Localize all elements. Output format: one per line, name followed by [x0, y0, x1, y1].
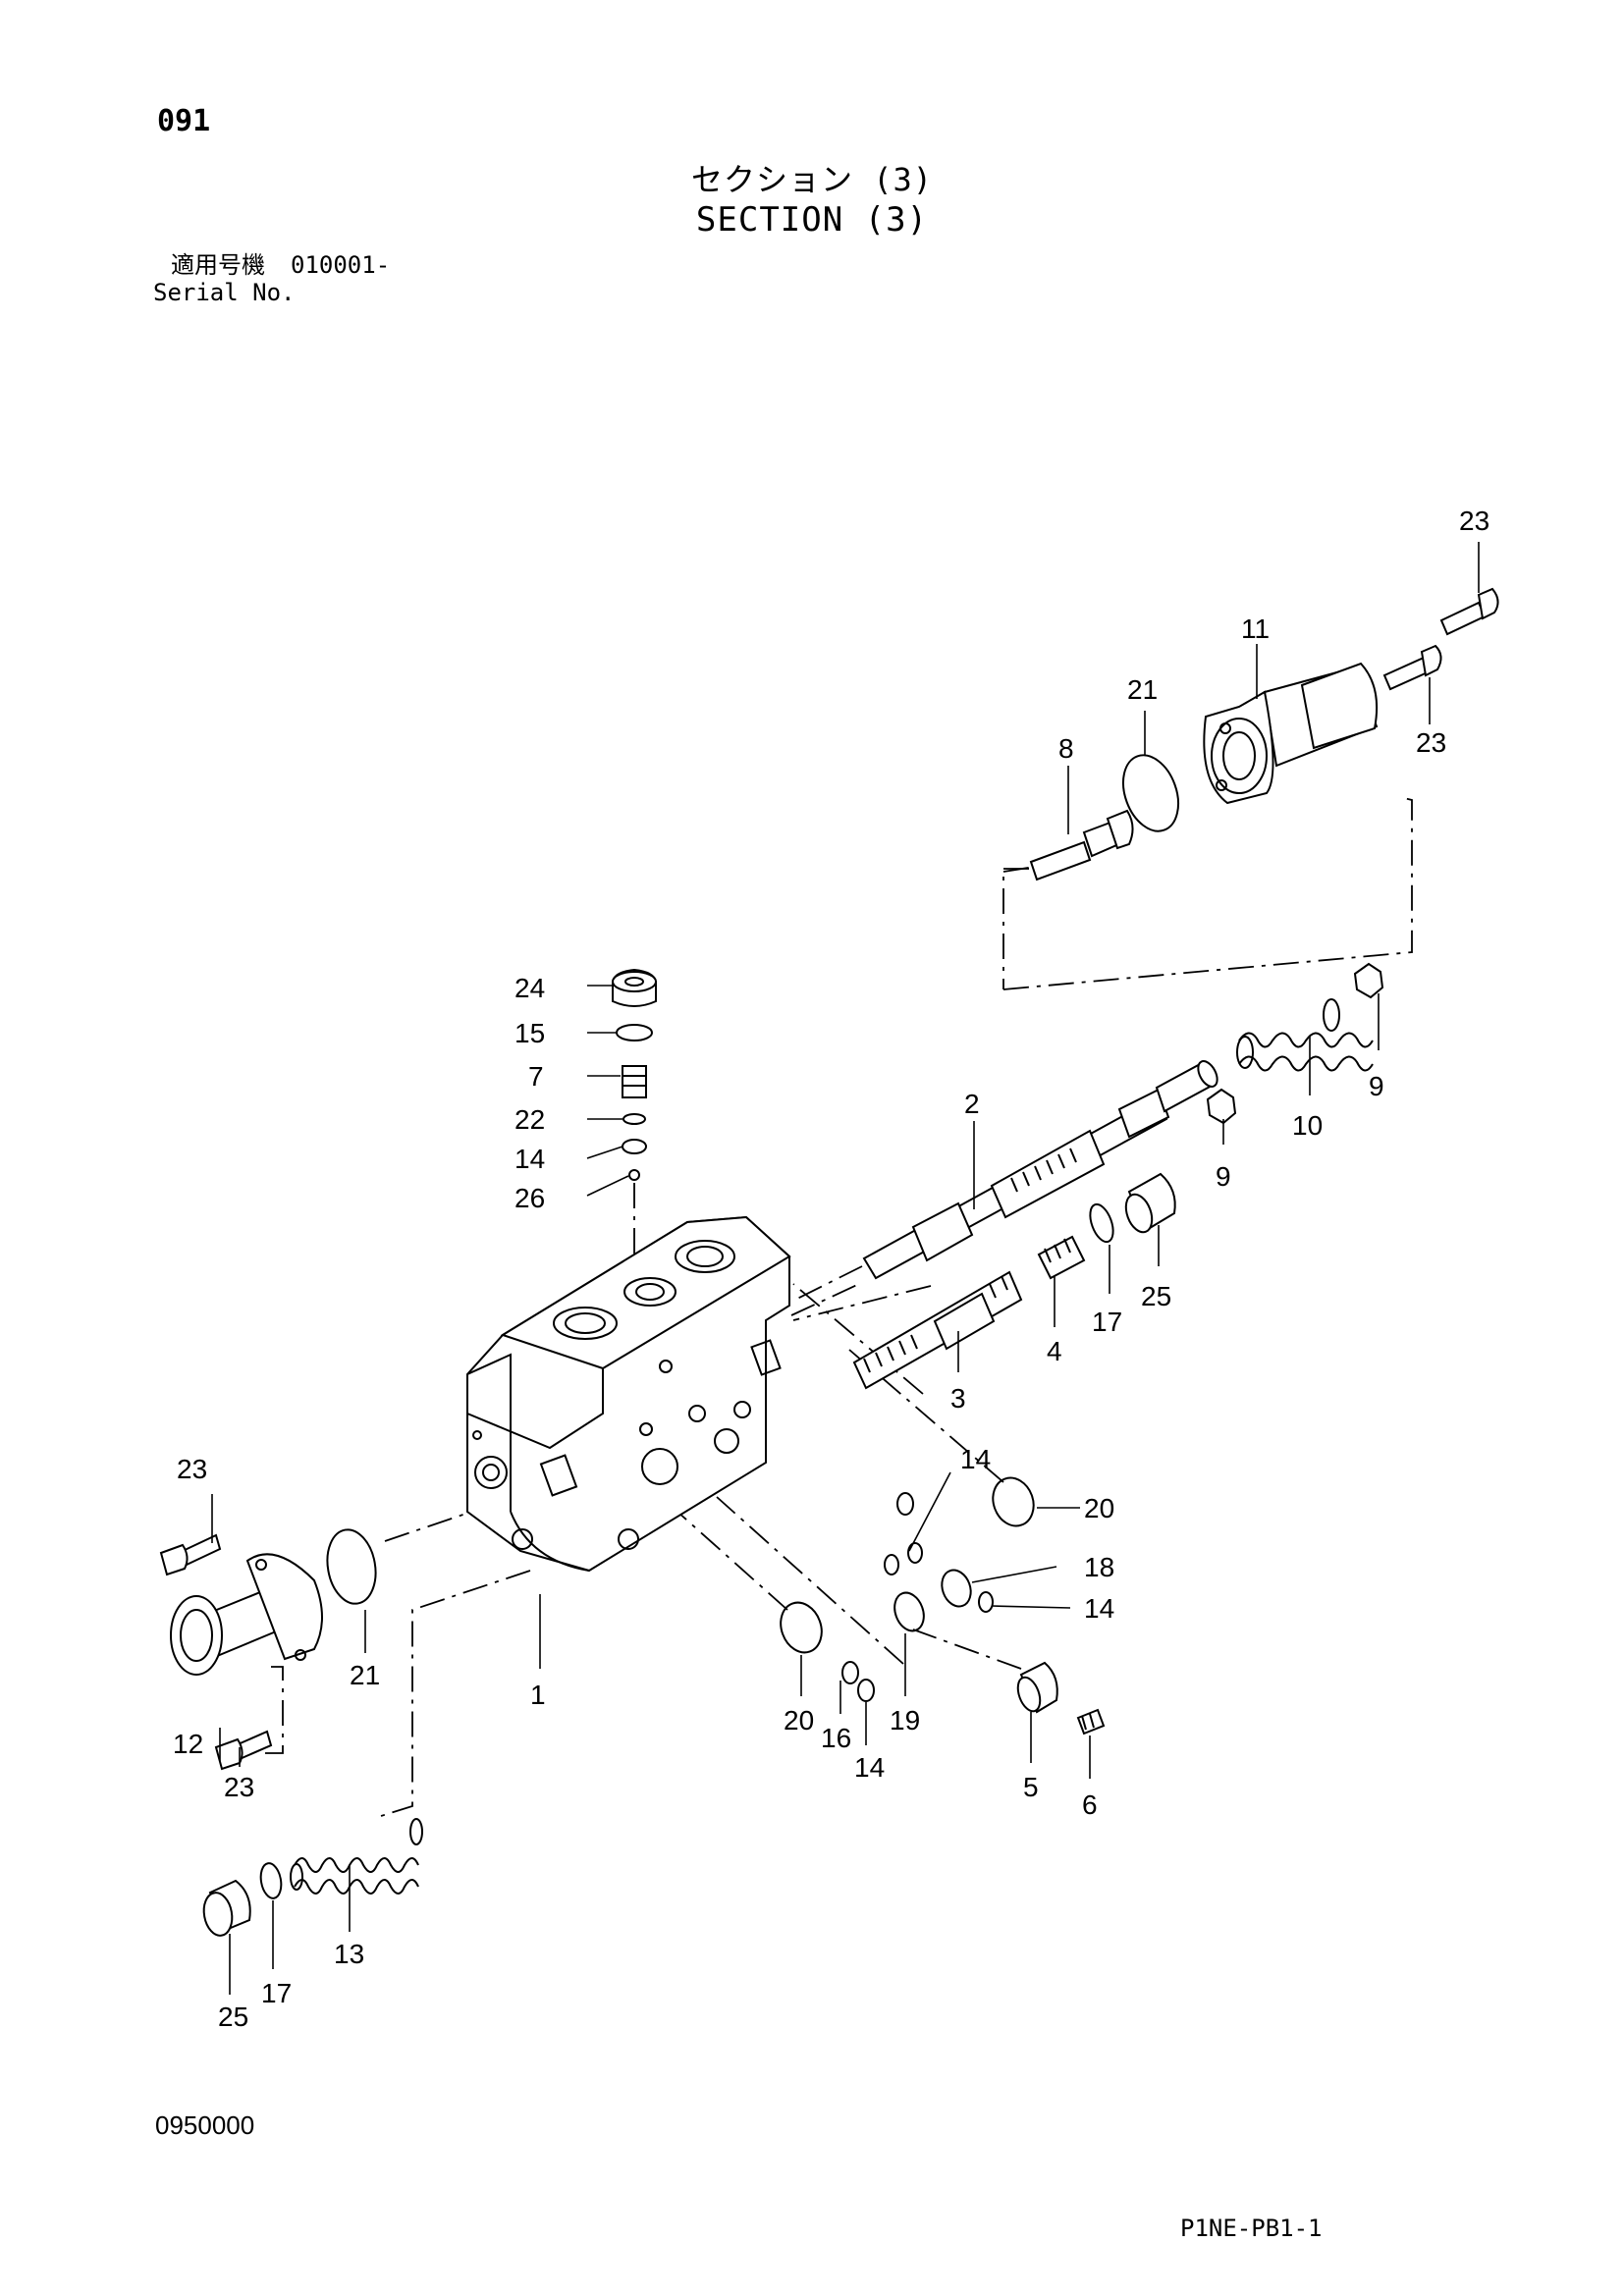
callout-21: 21 [350, 1660, 380, 1690]
callout-17: 17 [261, 1978, 292, 2008]
page-title-en: SECTION (3) [695, 200, 929, 240]
callout-25: 25 [1141, 1281, 1171, 1311]
seal-rings-right [780, 1476, 1035, 1702]
callout-13: 13 [334, 1939, 364, 1969]
part-5-plug [1016, 1661, 1058, 1714]
part-10-spring [1236, 998, 1374, 1072]
serial-block: 適用号機 010001- Serial No. [153, 251, 390, 306]
leader-lines [211, 542, 1480, 1995]
assembly-lines [263, 796, 1413, 1817]
part-21-oring-left [326, 1528, 377, 1605]
part-8-piston [1029, 809, 1134, 881]
footer-drawing-code: 0950000 [155, 2110, 255, 2140]
callout-19: 19 [890, 1705, 920, 1735]
callout-15: 15 [514, 1018, 545, 1048]
callout-4: 4 [1047, 1336, 1062, 1366]
callout-23: 23 [177, 1454, 207, 1484]
callout-8: 8 [1058, 733, 1074, 764]
callout-12: 12 [173, 1729, 203, 1759]
part-23-bolt-top [1382, 587, 1499, 691]
callout-26: 26 [514, 1183, 545, 1213]
part-12-cover [170, 1553, 323, 1676]
footer-reference: P1NE-PB1-1 [1180, 2215, 1323, 2242]
callout-7: 7 [528, 1061, 544, 1092]
page-title-jp: セクション (3) [690, 161, 934, 198]
callout-17: 17 [1092, 1307, 1122, 1337]
callout-3: 3 [950, 1383, 966, 1414]
callout-14: 14 [960, 1444, 991, 1474]
callout-18: 18 [1084, 1552, 1114, 1582]
plug-stack [612, 968, 657, 1276]
part-3-spool [852, 1270, 1023, 1390]
part-1-valve-body [466, 1215, 791, 1573]
serial-value: 010001- [291, 251, 391, 279]
part-21-oring-top [1121, 754, 1180, 832]
callout-20: 20 [784, 1705, 814, 1735]
callout-23: 23 [1459, 506, 1489, 536]
part-2-spool [862, 1060, 1218, 1280]
serial-label-en: Serial No. [153, 279, 296, 306]
callout-6: 6 [1082, 1789, 1098, 1820]
part-23-bolt-left-upper [159, 1533, 222, 1576]
callout-25: 25 [218, 2002, 248, 2032]
part-9-nut-a [1206, 1088, 1237, 1125]
callout-10: 10 [1292, 1110, 1323, 1141]
page-number: 091 [157, 104, 211, 138]
part-6-spring [1076, 1708, 1106, 1735]
callout-23: 23 [1416, 727, 1446, 758]
part-23-bolt-left-lower [214, 1730, 273, 1771]
callout-1: 1 [530, 1680, 546, 1710]
callout-2: 2 [964, 1089, 980, 1119]
callout-23: 23 [224, 1772, 254, 1802]
callout-20: 20 [1084, 1493, 1114, 1523]
part-25-plug-a [1124, 1172, 1176, 1234]
part-9-nut-b [1353, 962, 1384, 999]
callout-16: 16 [821, 1723, 851, 1753]
callout-9: 9 [1369, 1071, 1384, 1101]
part-13-spring [290, 1818, 423, 1895]
part-17-oring-b [259, 1862, 283, 1899]
callout-11: 11 [1241, 614, 1270, 644]
callout-14: 14 [854, 1752, 885, 1783]
part-11-cover [1203, 662, 1379, 805]
callout-numbers: 23 11 21 8 23 24 15 7 22 14 26 2 9 10 9 … [173, 506, 1489, 2032]
callout-5: 5 [1023, 1772, 1039, 1802]
callout-14: 14 [1084, 1593, 1114, 1624]
callout-14: 14 [514, 1144, 545, 1174]
part-25-plug-b [202, 1879, 251, 1937]
callout-9: 9 [1216, 1161, 1231, 1192]
callout-22: 22 [514, 1104, 545, 1135]
callout-21: 21 [1127, 674, 1158, 705]
callout-24: 24 [514, 973, 545, 1003]
serial-label-jp: 適用号機 [171, 251, 265, 279]
part-17-oring-a [1089, 1202, 1114, 1244]
part-4-spring [1037, 1235, 1086, 1280]
